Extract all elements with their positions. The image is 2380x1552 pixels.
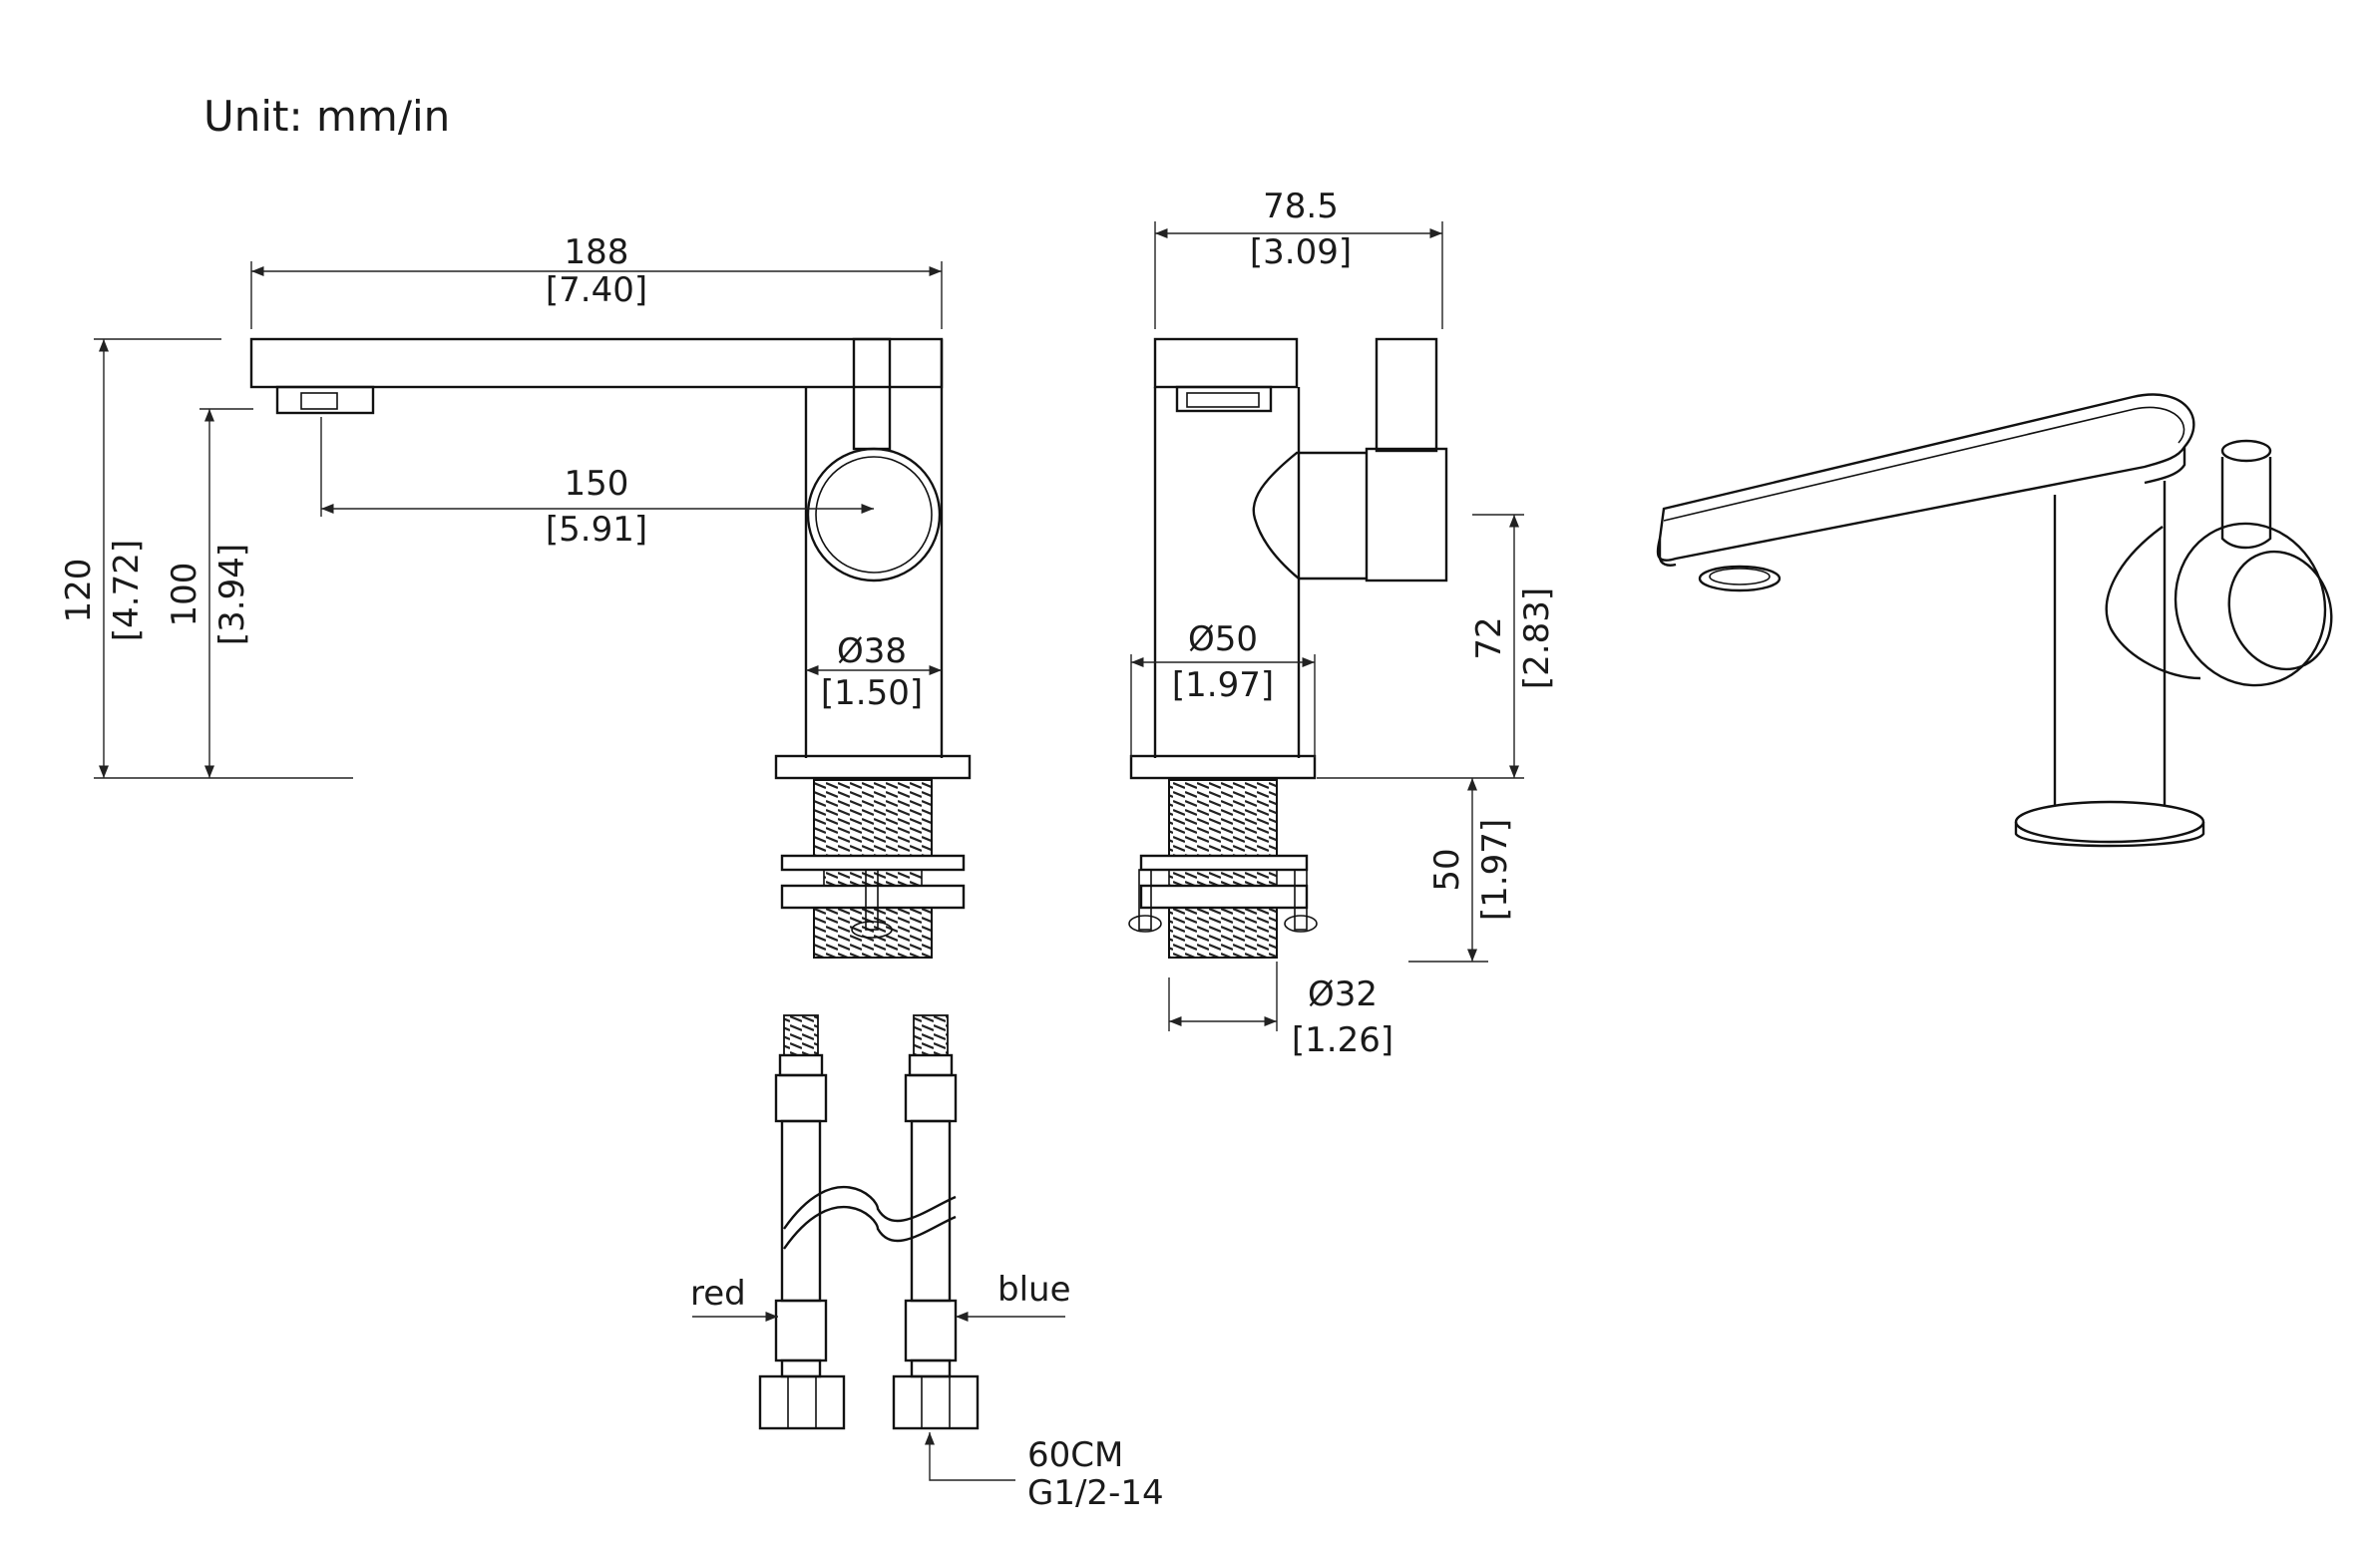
- dim-shank-50: 50 [1.97]: [1408, 778, 1515, 963]
- supply-hoses: red blue 60CM G1/2-14: [690, 1014, 1164, 1513]
- dim-width-mm: 78.5: [1263, 187, 1339, 226]
- front-body: [774, 339, 972, 780]
- dim-reach-150: 150 [5.91]: [320, 417, 874, 550]
- side-spout: [1153, 337, 1299, 413]
- front-shank: [780, 779, 966, 959]
- dim-height-72-mm: 72: [1469, 616, 1509, 659]
- hose-red-text: red: [690, 1274, 746, 1314]
- iso-body: [2014, 481, 2205, 848]
- front-view: 188 [7.40] 150 [5.91] Ø38 [1.50] 120 [4.…: [59, 232, 972, 959]
- dim-reach-in: [5.91]: [546, 510, 647, 550]
- front-handle: [806, 337, 942, 582]
- dim-height-100-mm: 100: [165, 563, 204, 627]
- dim-shank-mm: 50: [1427, 848, 1467, 891]
- side-shank: [1128, 779, 1318, 959]
- dim-body-diameter: Ø38 [1.50]: [806, 631, 942, 713]
- hose-spec-callout: 60CM G1/2-14: [924, 1432, 1164, 1513]
- side-body: [1129, 387, 1317, 780]
- dim-height-100-in: [3.94]: [212, 544, 252, 645]
- dim-length-mm: 188: [565, 232, 629, 272]
- dim-height-120-in: [4.72]: [107, 540, 147, 641]
- dim-base-diameter-mm: Ø50: [1188, 619, 1258, 659]
- hose-right: [892, 1014, 980, 1430]
- hose-break-line: [783, 1185, 957, 1230]
- dim-height-100: 100 [3.94]: [165, 408, 253, 778]
- front-spout: [249, 337, 944, 415]
- dim-shank-in: [1.97]: [1475, 819, 1515, 921]
- dim-body-diameter-in: [1.50]: [821, 673, 923, 713]
- dim-shank-diameter: Ø32 [1.26]: [1168, 962, 1393, 1060]
- hose-red-label: red: [690, 1274, 778, 1323]
- iso-spout: [1656, 393, 2195, 592]
- dim-width-78-5: 78.5 [3.09]: [1154, 187, 1443, 329]
- dim-base-diameter: Ø50 [1.97]: [1130, 619, 1316, 758]
- unit-label: Unit: mm/in: [203, 92, 450, 141]
- dim-height-72: 72 [2.83]: [1317, 514, 1557, 779]
- dim-base-diameter-in: [1.97]: [1172, 665, 1274, 705]
- dim-height-120-mm: 120: [59, 559, 99, 623]
- dim-shank-diameter-mm: Ø32: [1308, 974, 1378, 1014]
- dim-length-in: [7.40]: [546, 270, 647, 310]
- dim-reach-mm: 150: [565, 464, 629, 504]
- dim-length-188: 188 [7.40]: [250, 232, 943, 329]
- hose-length-text: 60CM: [1027, 1435, 1123, 1475]
- hose-left: [758, 1014, 846, 1430]
- iso-handle: [2105, 439, 2333, 687]
- dim-height-120: 120 [4.72]: [59, 338, 353, 779]
- hose-blue-label: blue: [956, 1270, 1071, 1323]
- dim-height-72-in: [2.83]: [1517, 587, 1557, 689]
- dim-shank-diameter-in: [1.26]: [1292, 1020, 1393, 1060]
- hose-thread-text: G1/2-14: [1027, 1473, 1164, 1513]
- dim-body-diameter-mm: Ø38: [837, 631, 907, 671]
- dim-width-in: [3.09]: [1250, 232, 1352, 272]
- side-handle: [1252, 337, 1448, 582]
- side-view: 78.5 [3.09] Ø50 [1.97] 72 [2.83] 50 [1.9…: [1128, 187, 1557, 1060]
- isometric-view: [1656, 393, 2333, 848]
- hose-blue-text: blue: [997, 1270, 1071, 1310]
